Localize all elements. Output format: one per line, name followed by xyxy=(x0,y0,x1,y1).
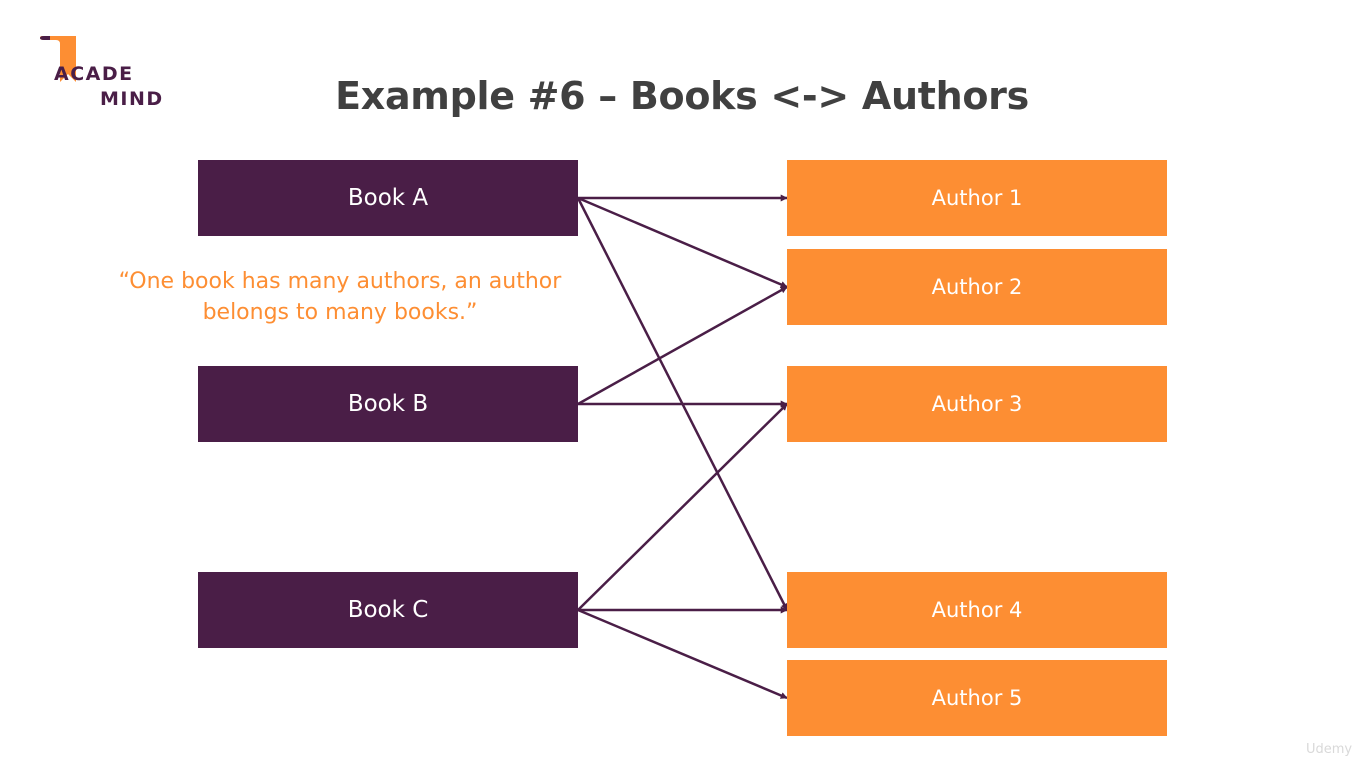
author-2-box: Author 2 xyxy=(787,249,1167,325)
arrow-book-c-to-author-5 xyxy=(577,608,788,700)
author-5-box: Author 5 xyxy=(787,660,1167,736)
logo-text-bottom: MIND xyxy=(100,88,164,110)
bookmark-ribbon-icon xyxy=(40,36,76,82)
logo-text-top: ACADE xyxy=(54,63,134,85)
author-2-label: Author 2 xyxy=(931,275,1023,299)
arrow-book-c-to-author-3 xyxy=(577,403,788,611)
book-b-label: Book B xyxy=(347,391,429,417)
udemy-watermark: Udemy xyxy=(1306,742,1353,757)
author-3-label: Author 3 xyxy=(931,392,1023,416)
arrow-book-a-to-author-4 xyxy=(576,197,789,611)
book-c-label: Book C xyxy=(347,597,429,623)
academind-logo: ACADE MIND xyxy=(36,32,176,112)
book-a-label: Book A xyxy=(347,185,429,211)
relationship-quote: “One book has many authors, an author be… xyxy=(118,269,562,325)
author-3-box: Author 3 xyxy=(787,366,1167,442)
author-4-box: Author 4 xyxy=(787,572,1167,648)
author-4-label: Author 4 xyxy=(931,598,1023,622)
author-5-label: Author 5 xyxy=(931,686,1023,710)
arrow-book-a-to-author-2 xyxy=(577,196,788,289)
slide-title: Example #6 – Books <-> Authors xyxy=(335,74,1029,118)
book-a-box: Book A xyxy=(198,160,578,236)
author-1-label: Author 1 xyxy=(931,186,1023,210)
author-1-box: Author 1 xyxy=(787,160,1167,236)
book-b-box: Book B xyxy=(198,366,578,442)
book-c-box: Book C xyxy=(198,572,578,648)
arrow-book-b-to-author-2 xyxy=(577,285,788,406)
